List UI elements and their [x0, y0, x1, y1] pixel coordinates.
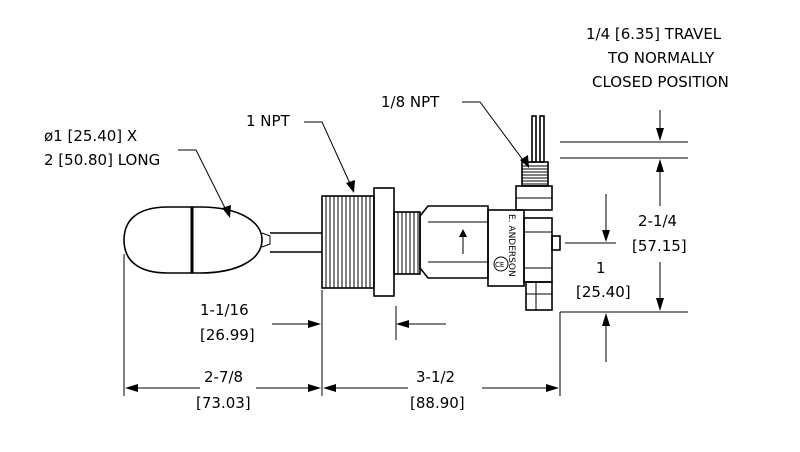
horizontal-dimensions: [123, 254, 561, 396]
travel-label-3: CLOSED POSITION: [592, 73, 729, 91]
float-stem: [270, 232, 322, 253]
mount-thread-label: 1 NPT: [246, 112, 291, 130]
body-length-mm-label: [88.90]: [410, 394, 465, 412]
float-size-label-1: ø1 [25.40] X: [44, 127, 137, 145]
float-body: [123, 206, 271, 274]
travel-label-1: 1/4 [6.35] TRAVEL: [586, 25, 722, 43]
conduit-thread-label: 1/8 NPT: [381, 93, 440, 111]
switch-in-label: 1: [596, 259, 606, 277]
brand-mark: E. ANDERSON: [506, 214, 516, 277]
height-mm-label: [57.15]: [632, 237, 687, 255]
switch-housing: E. ANDERSON CE: [487, 115, 561, 311]
float-length-in-label: 2-7/8: [204, 368, 243, 386]
float-size-label-2: 2 [50.80] LONG: [44, 151, 160, 169]
inner-thread-lines: [397, 212, 419, 274]
height-in-label: 2-1/4: [638, 212, 677, 230]
body-length-in-label: 3-1/2: [416, 368, 455, 386]
ce-mark: CE: [495, 261, 504, 269]
travel-label-2: TO NORMALLY: [607, 49, 715, 67]
conduit-thread-lines: [522, 165, 548, 185]
thread-length-mm-label: [26.99]: [200, 326, 255, 344]
leader-lines: [178, 101, 529, 218]
vertical-dimensions: [560, 110, 688, 362]
thread-length-in-label: 1-1/16: [200, 301, 249, 319]
float-length-mm-label: [73.03]: [196, 394, 251, 412]
mount-thread-lines: [325, 196, 371, 288]
mount-fitting: [321, 187, 489, 297]
switch-mm-label: [25.40]: [576, 283, 631, 301]
